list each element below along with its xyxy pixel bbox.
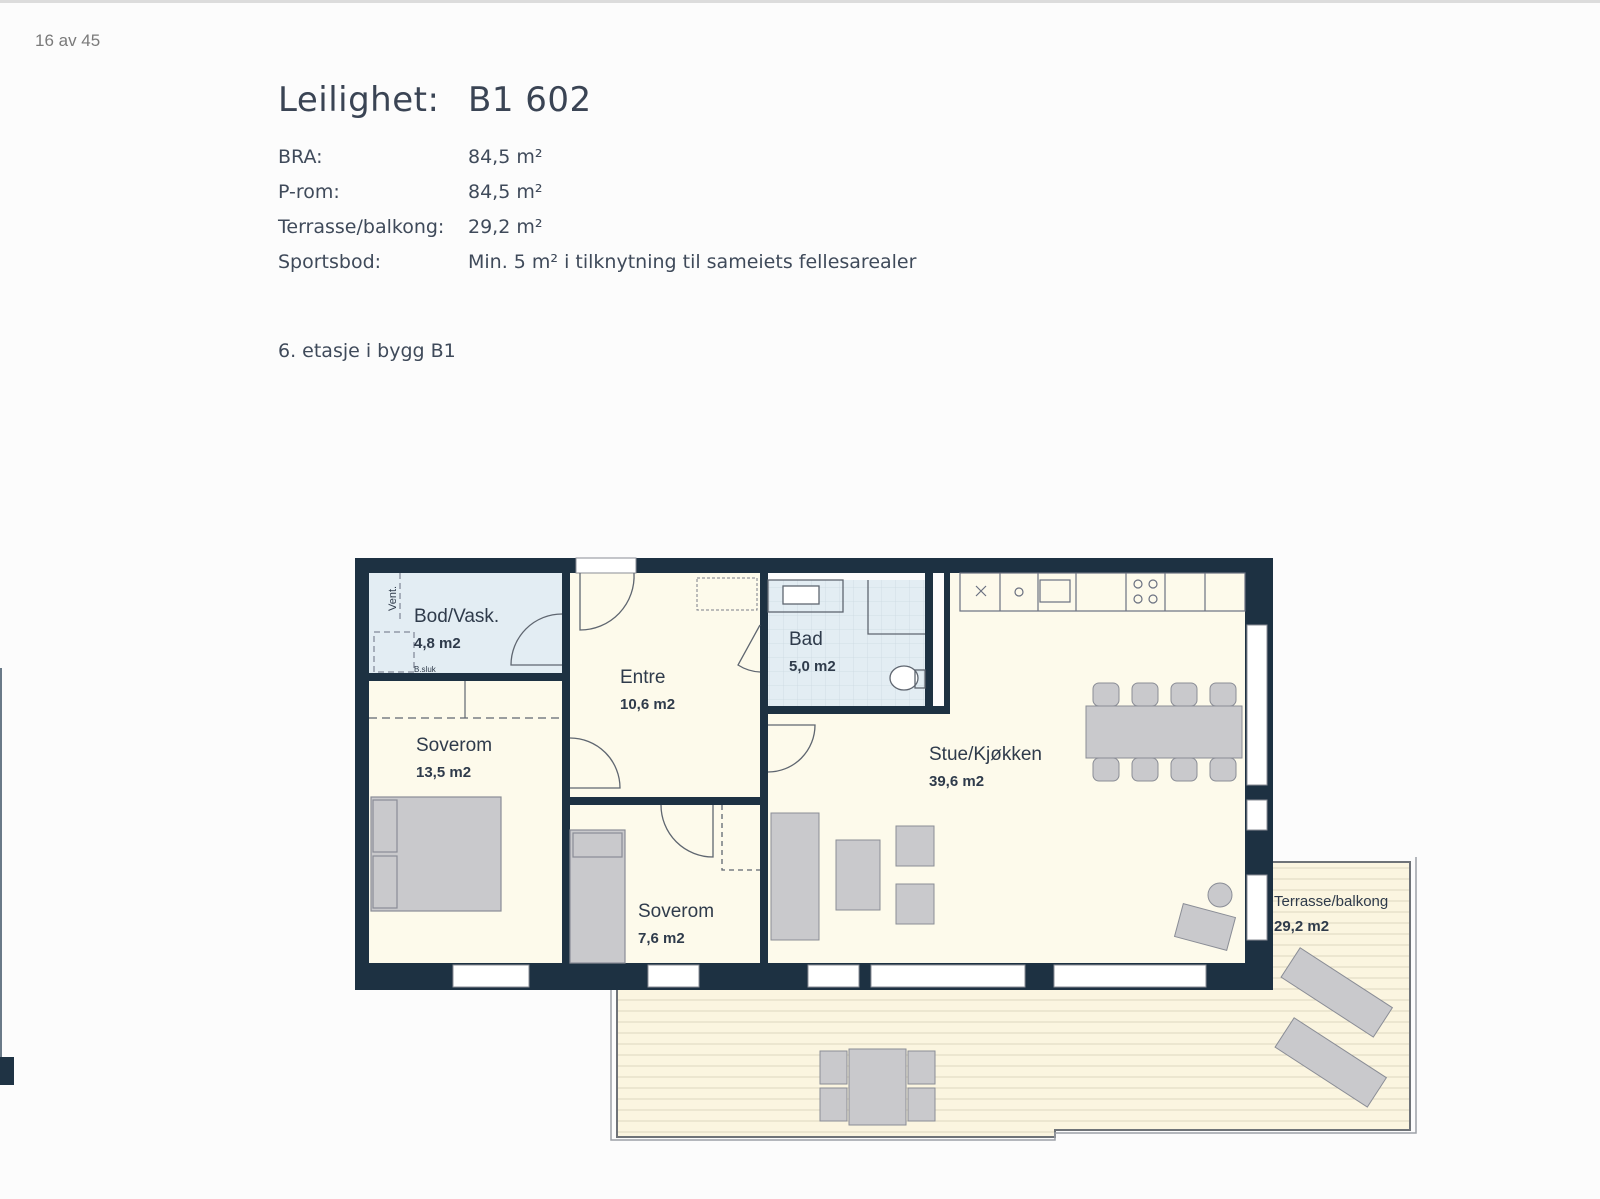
room-name-stue: Stue/Kjøkken — [929, 744, 1042, 765]
sluk-label: B.sluk — [414, 665, 437, 674]
spec-value: 84,5 m² — [468, 146, 543, 168]
doors — [510, 572, 816, 871]
room-name-entre: Entre — [620, 667, 665, 688]
spec-table: BRA: 84,5 m² P-rom: 84,5 m² Terrasse/bal… — [278, 146, 916, 286]
spec-label: Terrasse/balkong: — [278, 216, 445, 238]
spec-row-sportsbod: Sportsbod: Min. 5 m² i tilknytning til s… — [278, 251, 916, 286]
spec-label: P-rom: — [278, 181, 340, 203]
room-name-soverom-2: Soverom — [638, 901, 714, 922]
bedroom-wardrobe — [369, 681, 562, 719]
adjacent-page-edge-block — [0, 1057, 14, 1085]
room-area-bod: 4,8 m2 — [414, 635, 461, 652]
spec-row-p-rom: P-rom: 84,5 m² — [278, 181, 916, 216]
room-area-bad: 5,0 m2 — [789, 658, 836, 675]
bathroom-fixtures — [767, 579, 926, 691]
room-name-bad: Bad — [789, 629, 823, 650]
room-area-entre: 10,6 m2 — [620, 696, 675, 713]
dining-set — [1085, 682, 1243, 782]
spec-row-bra: BRA: 84,5 m² — [278, 146, 916, 181]
windows — [452, 557, 1268, 988]
living-furniture — [770, 812, 1237, 952]
spec-label: Sportsbod: — [278, 251, 382, 273]
spec-value: 29,2 m² — [468, 216, 543, 238]
adjacent-page-edge — [0, 668, 2, 1058]
vent-label: Vent. — [387, 586, 399, 611]
page-indicator: 16 av 45 — [35, 31, 101, 50]
room-name-terrace: Terrasse/balkong — [1274, 893, 1388, 910]
bedroom-furniture — [370, 796, 626, 964]
page-title: Leilighet: B1 602 — [278, 80, 592, 120]
spec-row-terrace: Terrasse/balkong: 29,2 m² — [278, 216, 916, 251]
floor-note: 6. etasje i bygg B1 — [278, 340, 456, 362]
title-label: Leilighet: — [278, 80, 440, 120]
room-area-soverom-2: 7,6 m2 — [638, 930, 685, 947]
room-labels: Vent. Bod/Vask. 4,8 m2 B.sluk Entre 10,6… — [387, 586, 1388, 947]
apartment-number: B1 602 — [468, 80, 592, 120]
laundry-fixtures — [373, 573, 415, 673]
room-name-bod: Bod/Vask. — [414, 606, 499, 627]
kitchen-counter — [959, 572, 1246, 612]
spec-label: BRA: — [278, 146, 323, 168]
spec-value: Min. 5 m² i tilknytning til sameiets fel… — [468, 251, 917, 273]
entry-closet — [696, 577, 758, 611]
room-area-soverom-1: 13,5 m2 — [416, 764, 471, 781]
room-area-stue: 39,6 m2 — [929, 773, 984, 790]
room-name-soverom-1: Soverom — [416, 735, 492, 756]
viewer-top-border — [0, 0, 1600, 3]
terrace-furniture — [819, 947, 1394, 1126]
spec-value: 84,5 m² — [468, 181, 543, 203]
room-area-terrace: 29,2 m2 — [1274, 918, 1329, 935]
